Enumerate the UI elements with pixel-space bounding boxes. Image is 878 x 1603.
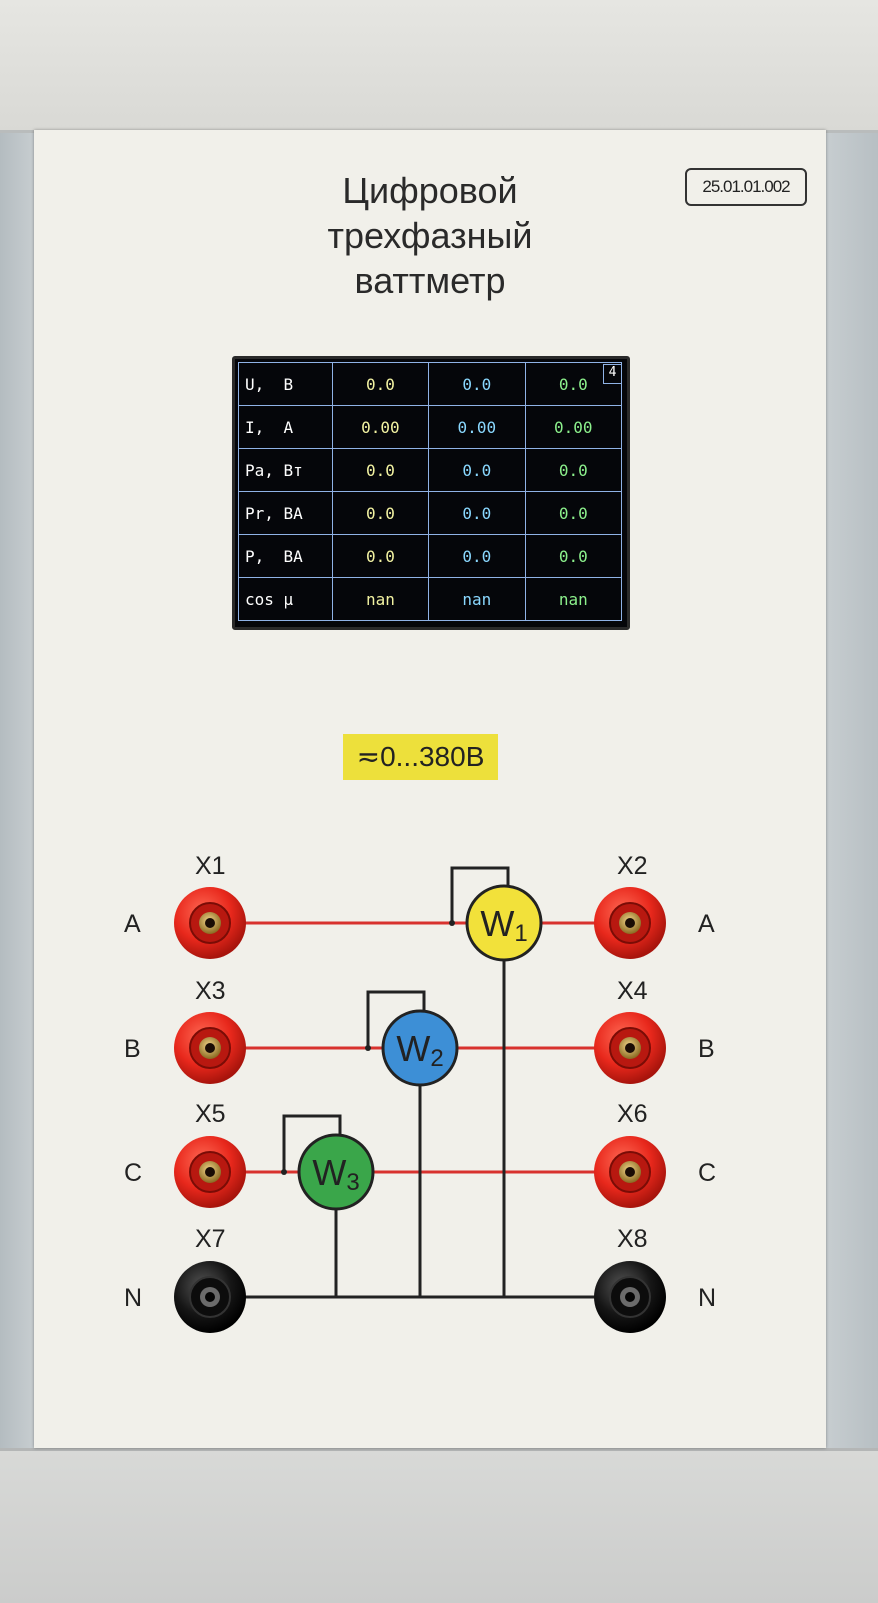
table-row: Pr, ВА 0.0 0.0 0.0	[238, 491, 623, 535]
w2-voltage-loop	[366, 990, 426, 1048]
phase-label-a-right: A	[698, 910, 715, 938]
readings-table: U, В 0.0 0.0 0.0 I, A 0.00 0.00 0.00 Pa,…	[238, 362, 623, 621]
terminal-label-x6: X6	[617, 1100, 648, 1128]
terminal-label-x1: X1	[195, 852, 226, 880]
phase3-value: 0.0	[524, 362, 623, 406]
wiring-diagram: W1 W2 W3	[174, 866, 666, 1333]
phase1-value: 0.0	[331, 448, 430, 492]
bottom-frame-rail	[0, 1448, 878, 1603]
jack-x3[interactable]	[174, 1012, 246, 1084]
w2-junction-dot	[365, 1045, 371, 1051]
phase2-value: 0.0	[428, 448, 526, 492]
phase-label-b-left: B	[124, 1035, 141, 1063]
phase-label-c-right: C	[698, 1159, 717, 1187]
panel-title: Цифровой трехфазный ваттметр	[34, 168, 826, 303]
w2-meter-label: W2	[396, 1028, 443, 1072]
w3-junction-dot	[281, 1169, 287, 1175]
phase2-value: 0.0	[428, 534, 526, 578]
jack-x7[interactable]	[174, 1261, 246, 1333]
w2-meter-circle	[381, 1009, 459, 1087]
terminal-label-x5: X5	[195, 1100, 226, 1128]
top-frame-rail	[0, 0, 878, 133]
phase3-value: nan	[524, 577, 623, 621]
jack-x6[interactable]	[594, 1136, 666, 1208]
phase2-value: 0.00	[428, 405, 526, 449]
phase3-value: 0.0	[524, 534, 623, 578]
page-indicator: 4	[603, 364, 622, 384]
row-label: I, A	[238, 405, 333, 449]
wattmeter-panel: Цифровой трехфазный ваттметр 25.01.01.00…	[34, 130, 826, 1448]
w1-voltage-loop	[450, 866, 510, 923]
terminal-label-x8: X8	[617, 1225, 648, 1253]
row-label: P, ВА	[238, 534, 333, 578]
phase1-value: nan	[331, 577, 430, 621]
phase-label-b-right: B	[698, 1035, 715, 1063]
title-line-2: трехфазный	[327, 215, 533, 256]
terminal-label-x4: X4	[617, 977, 648, 1005]
voltage-range-label: ≂0...380В	[343, 734, 498, 780]
table-row: cos μ nan nan nan	[238, 577, 623, 621]
phase2-value: 0.0	[428, 491, 526, 535]
lcd-display: U, В 0.0 0.0 0.0 I, A 0.00 0.00 0.00 Pa,…	[232, 356, 630, 630]
table-row: U, В 0.0 0.0 0.0	[238, 362, 623, 406]
w3-voltage-loop	[282, 1114, 342, 1172]
title-line-3: ваттметр	[354, 260, 506, 301]
phase1-value: 0.0	[331, 362, 430, 406]
table-row: P, ВА 0.0 0.0 0.0	[238, 534, 623, 578]
row-label: cos μ	[238, 577, 333, 621]
phase-label-c-left: C	[124, 1159, 143, 1187]
jack-x4[interactable]	[594, 1012, 666, 1084]
left-frame	[0, 133, 34, 1448]
phase-label-a-left: A	[124, 910, 141, 938]
terminal-label-x7: X7	[195, 1225, 226, 1253]
row-label: Pa, Вт	[238, 448, 333, 492]
jack-x8[interactable]	[594, 1261, 666, 1333]
phase-label-n-left: N	[124, 1284, 143, 1312]
jack-x2[interactable]	[594, 887, 666, 959]
phase3-value: 0.0	[524, 448, 623, 492]
table-row: Pa, Вт 0.0 0.0 0.0	[238, 448, 623, 492]
w1-junction-dot	[449, 920, 455, 926]
jack-x1[interactable]	[174, 887, 246, 959]
row-label: Pr, ВА	[238, 491, 333, 535]
w3-meter-label: W3	[312, 1152, 359, 1196]
row-label: U, В	[238, 362, 333, 406]
phase-label-n-right: N	[698, 1284, 717, 1312]
catalog-code-label: 25.01.01.002	[685, 168, 807, 206]
phase2-value: 0.0	[428, 362, 526, 406]
title-line-1: Цифровой	[342, 170, 518, 211]
phase3-value: 0.0	[524, 491, 623, 535]
table-row: I, A 0.00 0.00 0.00	[238, 405, 623, 449]
terminal-label-x3: X3	[195, 977, 226, 1005]
w1-meter-circle	[465, 884, 543, 962]
w1-meter-label: W1	[480, 903, 527, 947]
phase1-value: 0.0	[331, 534, 430, 578]
phase2-value: nan	[428, 577, 526, 621]
right-frame	[826, 133, 878, 1448]
phase1-value: 0.0	[331, 491, 430, 535]
w3-meter-circle	[297, 1133, 375, 1211]
jack-x5[interactable]	[174, 1136, 246, 1208]
terminal-label-x2: X2	[617, 852, 648, 880]
